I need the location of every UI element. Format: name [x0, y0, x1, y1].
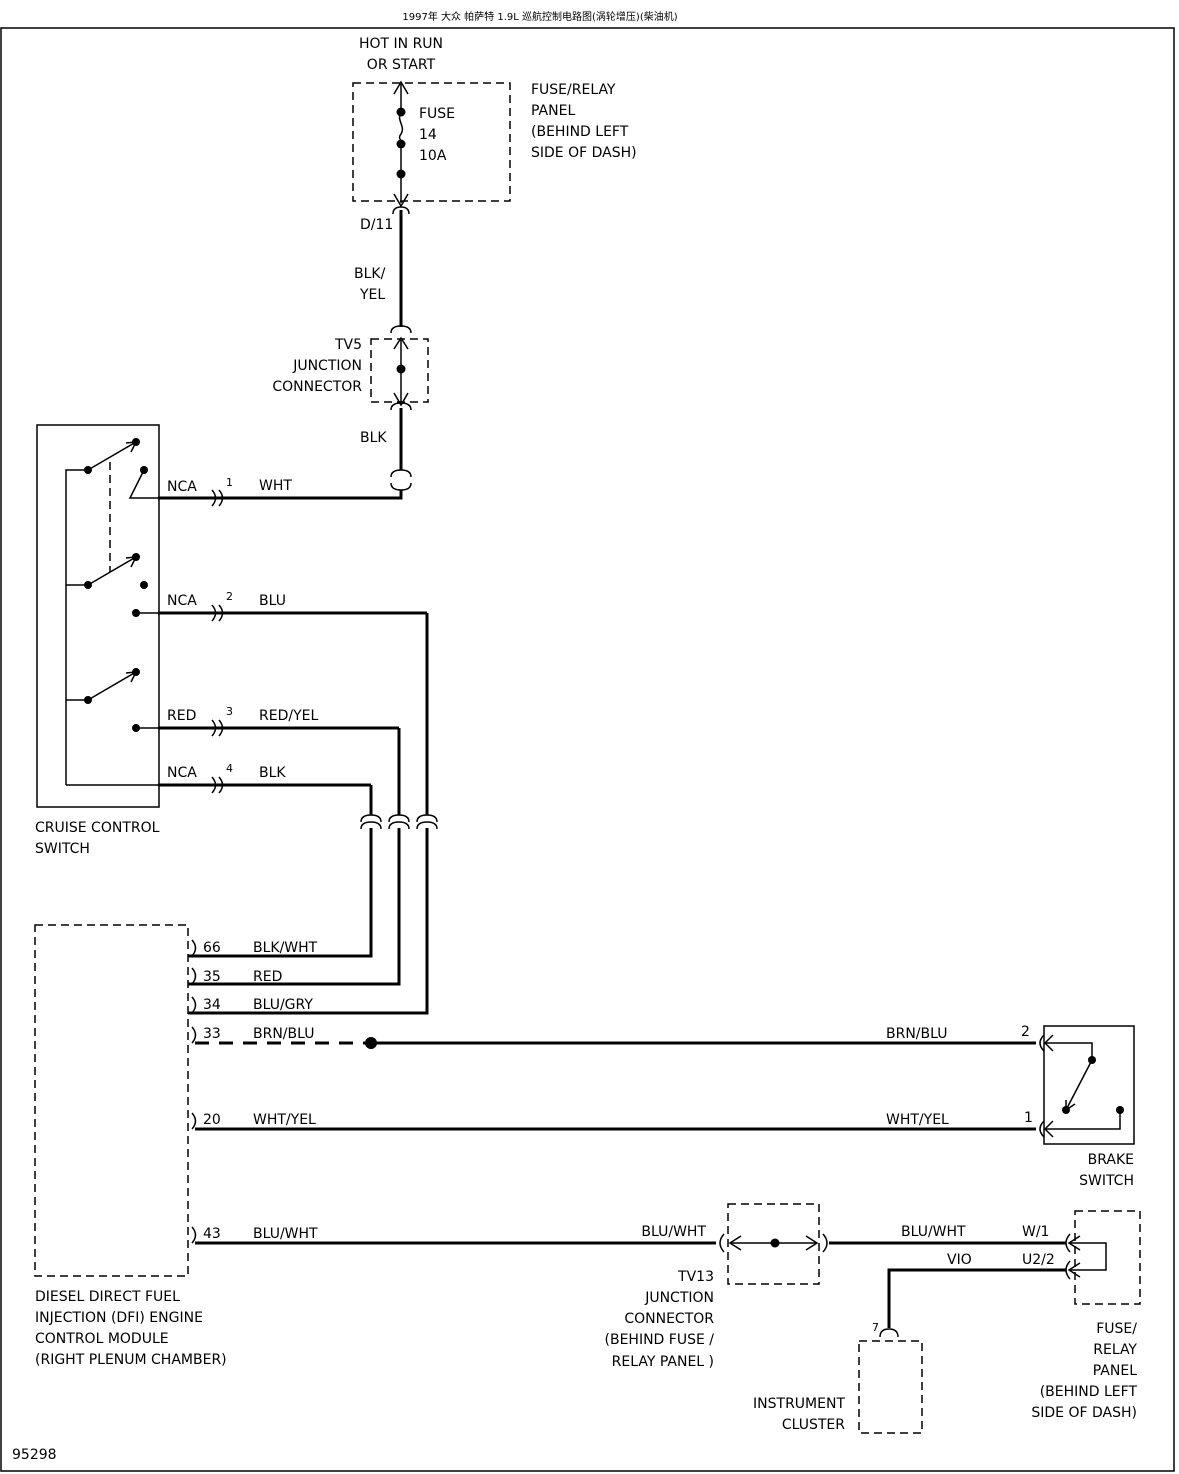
diagram-frame — [0, 27, 1175, 1472]
brake-switch-box — [1043, 1025, 1135, 1145]
ecm-wire-35: RED — [253, 969, 282, 985]
ecm-pin-35: 35 — [203, 969, 221, 985]
tv13-title-1: TV13 — [677, 1269, 714, 1285]
ecm-wire-43: BLU/WHT — [253, 1226, 318, 1242]
figure-number: 95298 — [12, 1447, 57, 1463]
brake-wire-1: WHT/YEL — [886, 1112, 949, 1128]
cruise-pin4-num: 4 — [226, 762, 233, 775]
wire-label-blk-lower: BLK — [259, 765, 286, 781]
cruise-switch-title-2: SWITCH — [35, 841, 90, 857]
tv5-junction-connector: TV5 JUNCTION CONNECTOR — [272, 325, 429, 411]
panel-line-4: SIDE OF DASH) — [531, 145, 637, 161]
wire-red — [188, 828, 401, 986]
splice-connector — [390, 469, 412, 478]
cruise-pin2-label: NCA — [167, 593, 197, 609]
wire-label-red-yel: RED/YEL — [259, 708, 318, 724]
cruise-switch-box — [36, 424, 160, 808]
panel-terminal-u22: U2/2 — [1022, 1252, 1055, 1268]
wire-wht — [158, 490, 403, 500]
cruise-pin2-num: 2 — [226, 590, 233, 603]
fuse-relay-panel-top: HOT IN RUN OR START FUSE 14 10A FUSE/REL… — [352, 36, 637, 233]
wire-label-blu: BLU — [259, 593, 286, 609]
fuse-top-arrow — [393, 80, 409, 95]
panel-line-1: FUSE/RELAY — [531, 82, 616, 98]
fuse-14-element — [398, 111, 404, 145]
tv13-title-3: CONNECTOR — [624, 1311, 714, 1327]
ecm-title-4: (RIGHT PLENUM CHAMBER) — [35, 1352, 227, 1368]
tv5-label-2: JUNCTION — [292, 358, 362, 374]
wire-blu-gry — [188, 828, 429, 1015]
supply-line-1: HOT IN RUN — [359, 36, 443, 52]
ecm-title-3: CONTROL MODULE — [35, 1331, 169, 1347]
ecm-wire-66: BLK/WHT — [253, 940, 318, 956]
panel2-title-5: SIDE OF DASH) — [1031, 1405, 1137, 1421]
brake-switch-title-1: BRAKE — [1088, 1152, 1134, 1168]
wire-label-vio: VIO — [947, 1252, 972, 1268]
terminal-d11: D/11 — [360, 217, 393, 233]
brake-pin-2: 2 — [1021, 1024, 1030, 1040]
cluster-title-2: CLUSTER — [782, 1417, 845, 1433]
ecm-wire-20: WHT/YEL — [253, 1112, 316, 1128]
wire-vio — [887, 1268, 1066, 1328]
ecm-pin-20: 20 — [203, 1112, 221, 1128]
cruise-pin1-num: 1 — [226, 476, 233, 489]
diagram-header: 1997年 大众 帕萨特 1.9L 巡航控制电路图(涡轮增压)(柴油机) — [402, 10, 677, 23]
tv13-title-5: RELAY PANEL ) — [612, 1354, 714, 1370]
ecm-pin-34: 34 — [203, 997, 221, 1013]
panel2-title-3: PANEL — [1093, 1363, 1137, 1379]
tv13-title-2: JUNCTION — [644, 1290, 714, 1306]
fuse-number: 14 — [419, 127, 437, 143]
wire-label-wht: WHT — [259, 478, 292, 494]
cruise-pin3-label: RED — [167, 708, 196, 724]
ecm-title-2: INJECTION (DFI) ENGINE — [35, 1310, 203, 1326]
cruise-pin3-num: 3 — [226, 705, 233, 718]
ecm-pin-33: 33 — [203, 1026, 221, 1042]
tv13-junction-connector: TV13 JUNCTION CONNECTOR (BEHIND FUSE / R… — [605, 1203, 828, 1370]
fuse-relay-panel-right: FUSE/ RELAY PANEL (BEHIND LEFT SIDE OF D… — [1031, 1210, 1141, 1421]
brake-switch: 2 1 BRAKE SWITCH — [1021, 1024, 1135, 1189]
ecm-title-1: DIESEL DIRECT FUEL — [35, 1289, 180, 1305]
cluster-pin-7: 7 — [872, 1321, 879, 1334]
ecm-pin-66: 66 — [203, 940, 221, 956]
wire-label-yel: YEL — [359, 287, 385, 303]
fuse-panel-box — [352, 82, 511, 202]
ecm-box — [34, 924, 189, 1277]
tv13-wire-in: BLU/WHT — [641, 1224, 706, 1240]
ecm-wire-34: BLU/GRY — [253, 997, 313, 1013]
fuse-rating: 10A — [419, 148, 447, 164]
tv13-wire-out: BLU/WHT — [901, 1224, 966, 1240]
dfi-engine-control-module: 66 BLK/WHT 35 RED 34 BLU/GRY 33 BRN/BLU … — [34, 924, 318, 1368]
ecm-pin-43: 43 — [203, 1226, 221, 1242]
wire-label-blk: BLK/ — [354, 266, 386, 282]
fuse-label: FUSE — [419, 106, 455, 122]
panel2-title-4: (BEHIND LEFT — [1040, 1384, 1138, 1400]
panel2-title-2: RELAY — [1093, 1342, 1137, 1358]
cluster-title-1: INSTRUMENT — [753, 1396, 845, 1412]
panel-line-2: PANEL — [531, 103, 575, 119]
cruise-pin4-label: NCA — [167, 765, 197, 781]
panel-line-3: (BEHIND LEFT — [531, 124, 629, 140]
brake-switch-title-2: SWITCH — [1079, 1173, 1134, 1189]
cruise-pin1-label: NCA — [167, 479, 197, 495]
tv5-label-3: CONNECTOR — [272, 379, 362, 395]
inline-connectors — [360, 814, 438, 830]
tv5-label-1: TV5 — [334, 337, 362, 353]
instrument-cluster: 7 INSTRUMENT CLUSTER — [753, 1321, 923, 1434]
connector-d11 — [392, 206, 410, 215]
panel2-title-1: FUSE/ — [1096, 1321, 1137, 1337]
wire-label-blk-upper: BLK — [360, 430, 387, 446]
tv13-title-4: (BEHIND FUSE / — [605, 1332, 715, 1348]
brake-pin-1: 1 — [1024, 1110, 1033, 1126]
brake-wire-2: BRN/BLU — [886, 1026, 947, 1042]
cruise-switch-title-1: CRUISE CONTROL — [35, 820, 160, 836]
wire-blk-wht — [188, 828, 373, 958]
ecm-wire-33: BRN/BLU — [253, 1026, 314, 1042]
supply-line-2: OR START — [367, 57, 436, 73]
cruise-control-switch: NCA 1 NCA 2 RED 3 NCA 4 CRUISE CONTROL S… — [35, 424, 233, 857]
panel-terminal-w1: W/1 — [1022, 1224, 1049, 1240]
